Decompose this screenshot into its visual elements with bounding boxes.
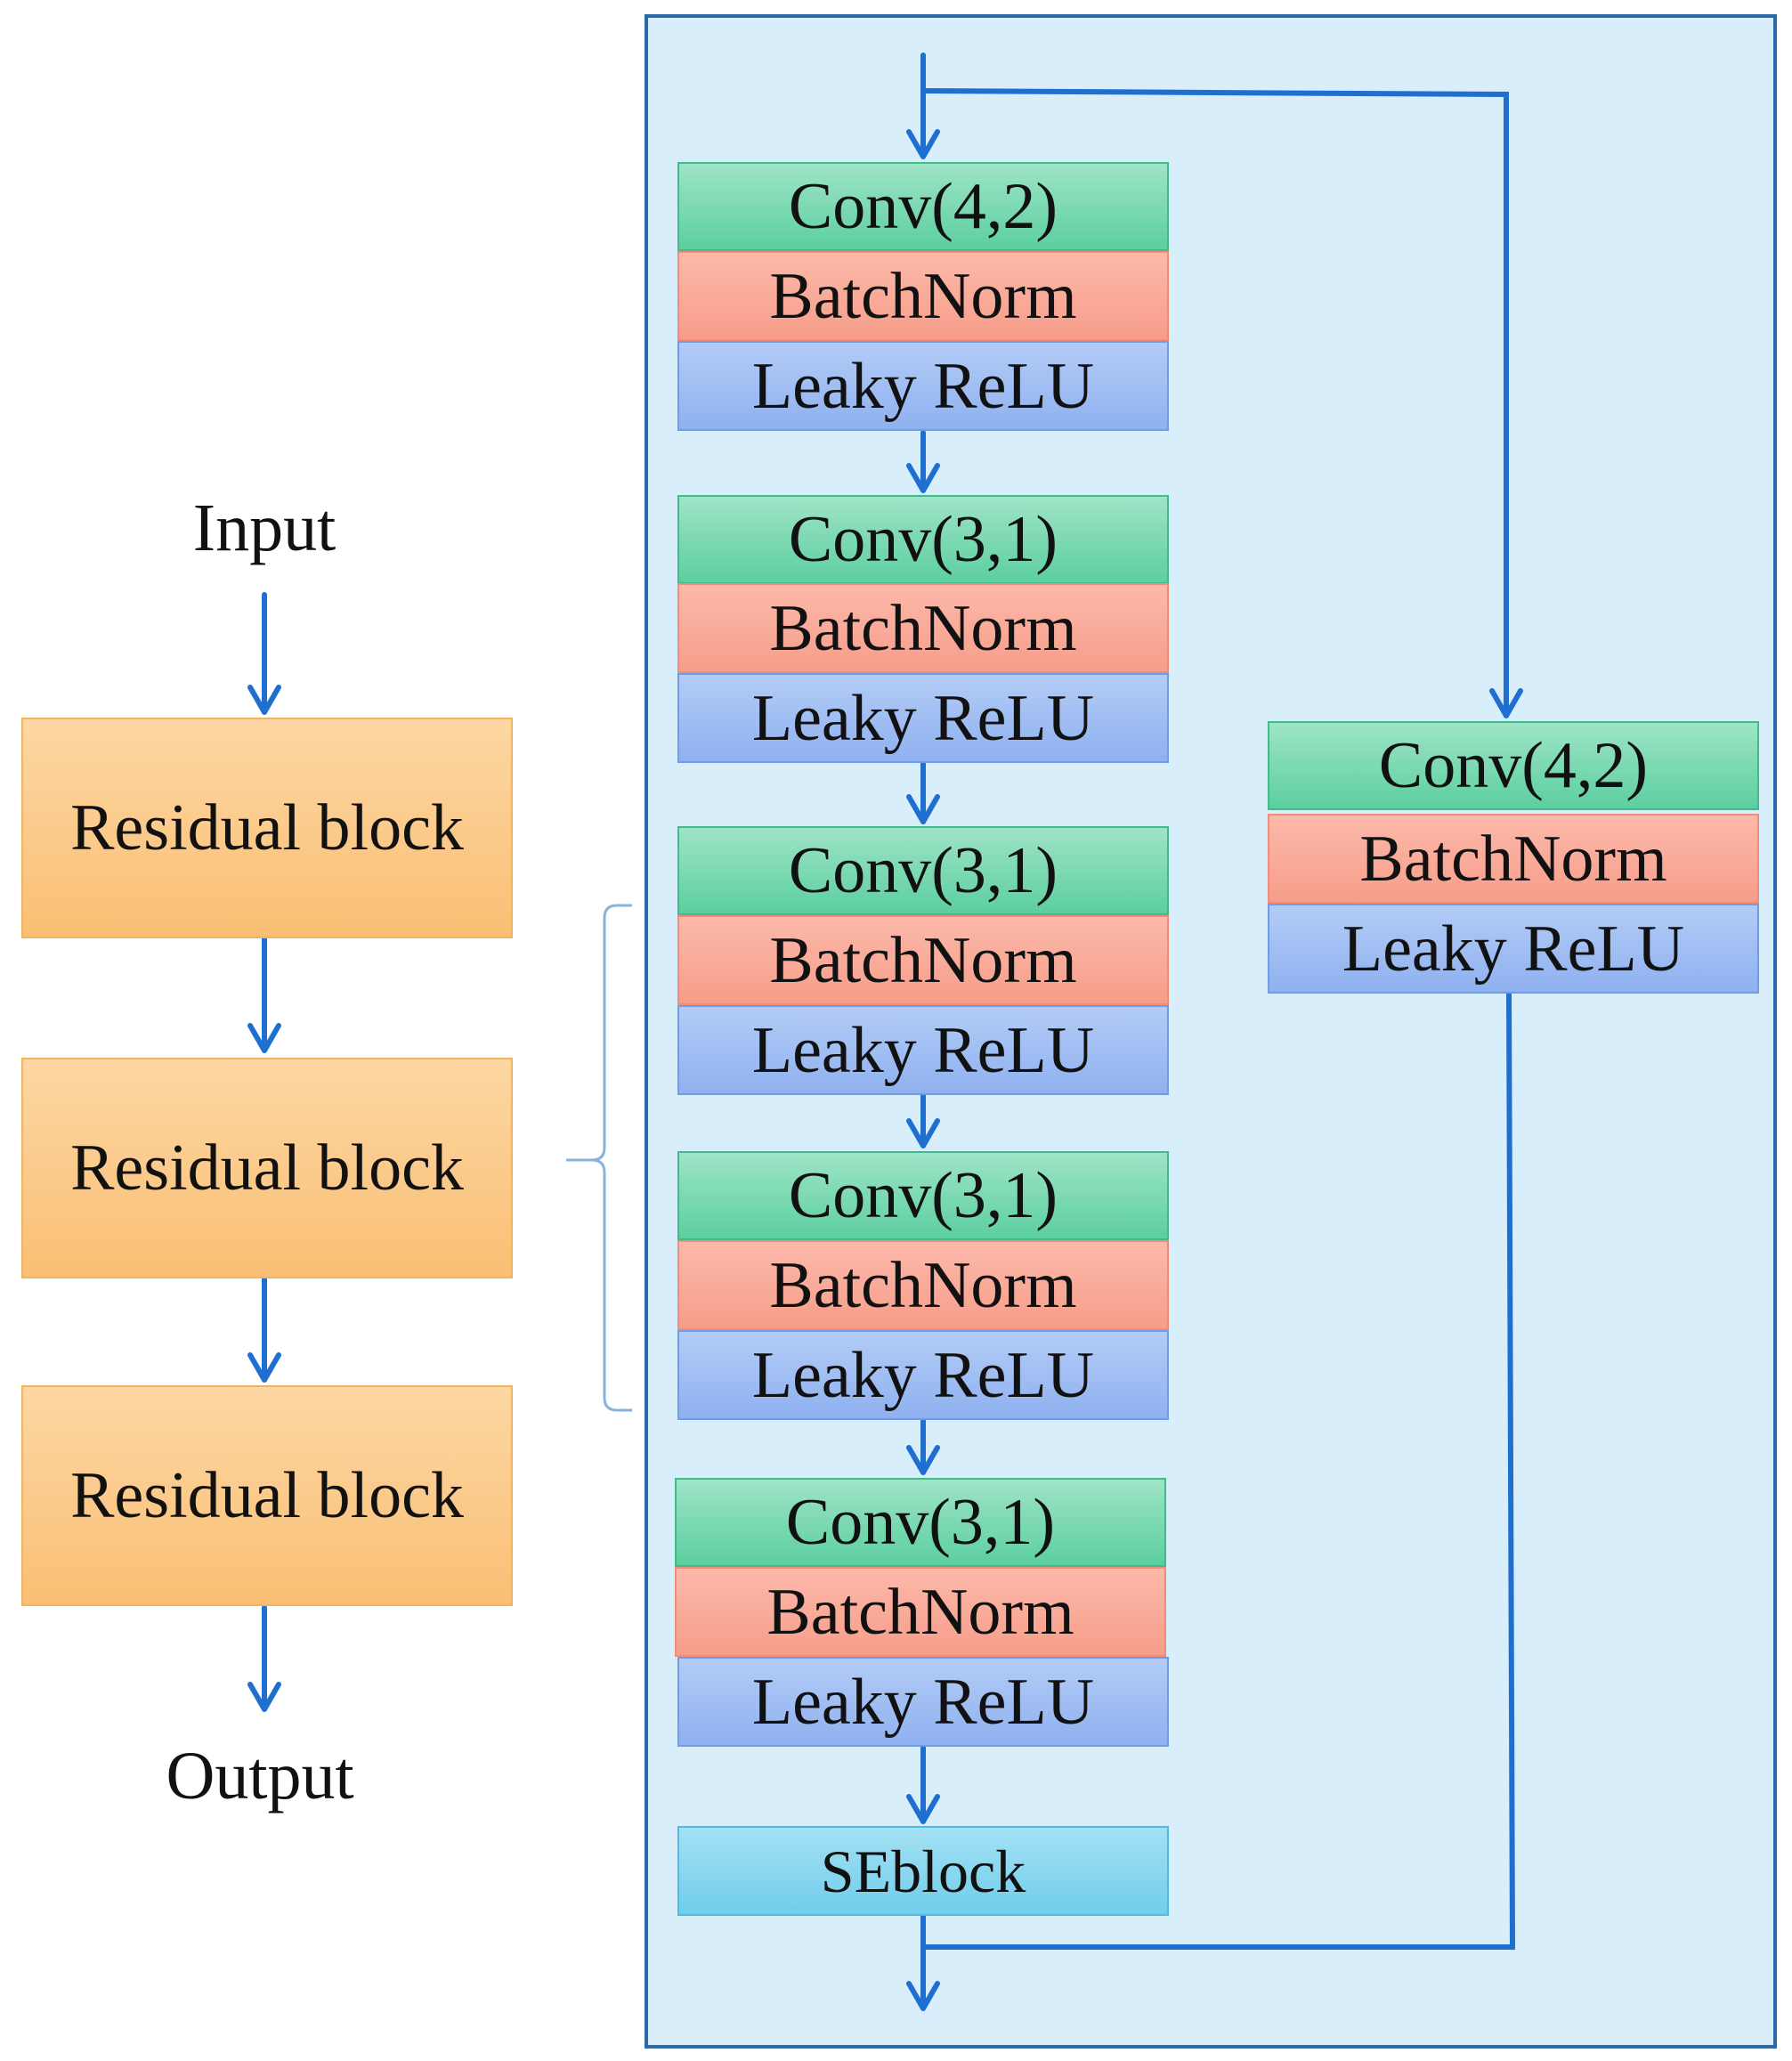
shortcut-path-top [920, 88, 1506, 718]
stack3-conv-layer: Conv(3,1) [677, 826, 1169, 915]
stack3-leaky-relu-layer: Leaky ReLU [677, 1005, 1169, 1095]
residual-block-2: Residual block [21, 1058, 513, 1278]
stack4-batchnorm-layer: BatchNorm [677, 1240, 1169, 1330]
stack2-batchnorm-layer: BatchNorm [677, 583, 1169, 673]
stack5-leaky-relu-layer: Leaky ReLU [677, 1657, 1169, 1747]
shortcut-conv-layer: Conv(4,2) [1268, 721, 1759, 810]
stack1-batchnorm-layer: BatchNorm [677, 251, 1169, 341]
output-label: Output [166, 1739, 354, 1814]
shortcut-path-merge [920, 992, 1516, 1950]
stack2-conv-layer: Conv(3,1) [677, 495, 1169, 584]
residual-block-1: Residual block [21, 718, 513, 938]
stack5-conv-layer: Conv(3,1) [675, 1478, 1166, 1567]
residual-block-3: Residual block [21, 1385, 513, 1606]
stack3-batchnorm-layer: BatchNorm [677, 915, 1169, 1005]
stack4-leaky-relu-layer: Leaky ReLU [677, 1330, 1169, 1420]
shortcut-leaky-relu-layer: Leaky ReLU [1268, 904, 1759, 994]
stack1-leaky-relu-layer: Leaky ReLU [677, 341, 1169, 431]
stack2-leaky-relu-layer: Leaky ReLU [677, 673, 1169, 763]
stack4-conv-layer: Conv(3,1) [677, 1151, 1169, 1240]
input-label: Input [192, 491, 337, 565]
stack5-batchnorm-layer: BatchNorm [675, 1567, 1166, 1657]
seblock-layer: SEblock [677, 1826, 1169, 1916]
shortcut-batchnorm-layer: BatchNorm [1268, 814, 1759, 904]
bracket-brace [566, 904, 632, 1412]
stack1-conv-layer: Conv(4,2) [677, 162, 1169, 251]
